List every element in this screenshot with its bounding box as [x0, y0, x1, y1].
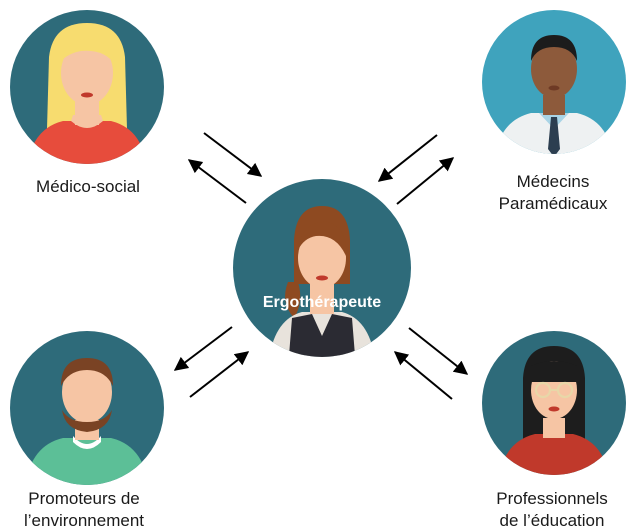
arrow-medico-to-ergo [203, 132, 263, 177]
woman-glasses-avatar-icon [482, 331, 626, 475]
medecins-label: Médecins Paramédicaux [498, 172, 608, 213]
arrow-medecins-to-ergo [377, 134, 438, 182]
education-label: Professionnels de l’éducation [496, 489, 608, 530]
bearded-man-avatar-icon [10, 331, 164, 485]
arrow-education-to-ergo [393, 351, 453, 400]
arrow-promoteurs-to-ergo [189, 351, 250, 398]
male-doctor-avatar-icon [482, 10, 626, 154]
ergotherapeute-label: Ergothérapeute [262, 294, 382, 311]
arrow-ergo-to-medico [187, 159, 247, 204]
arrow-ergo-to-promoteurs [173, 326, 233, 371]
arrow-ergo-to-education [408, 327, 469, 375]
promoteurs-label: Promoteurs de l’environnement [23, 489, 144, 530]
woman-brown-hair-avatar-icon [233, 179, 411, 357]
woman-blonde-avatar-icon [10, 10, 164, 164]
arrow-ergo-to-medecins [396, 157, 455, 205]
medico-social-label: Médico-social [36, 177, 140, 196]
